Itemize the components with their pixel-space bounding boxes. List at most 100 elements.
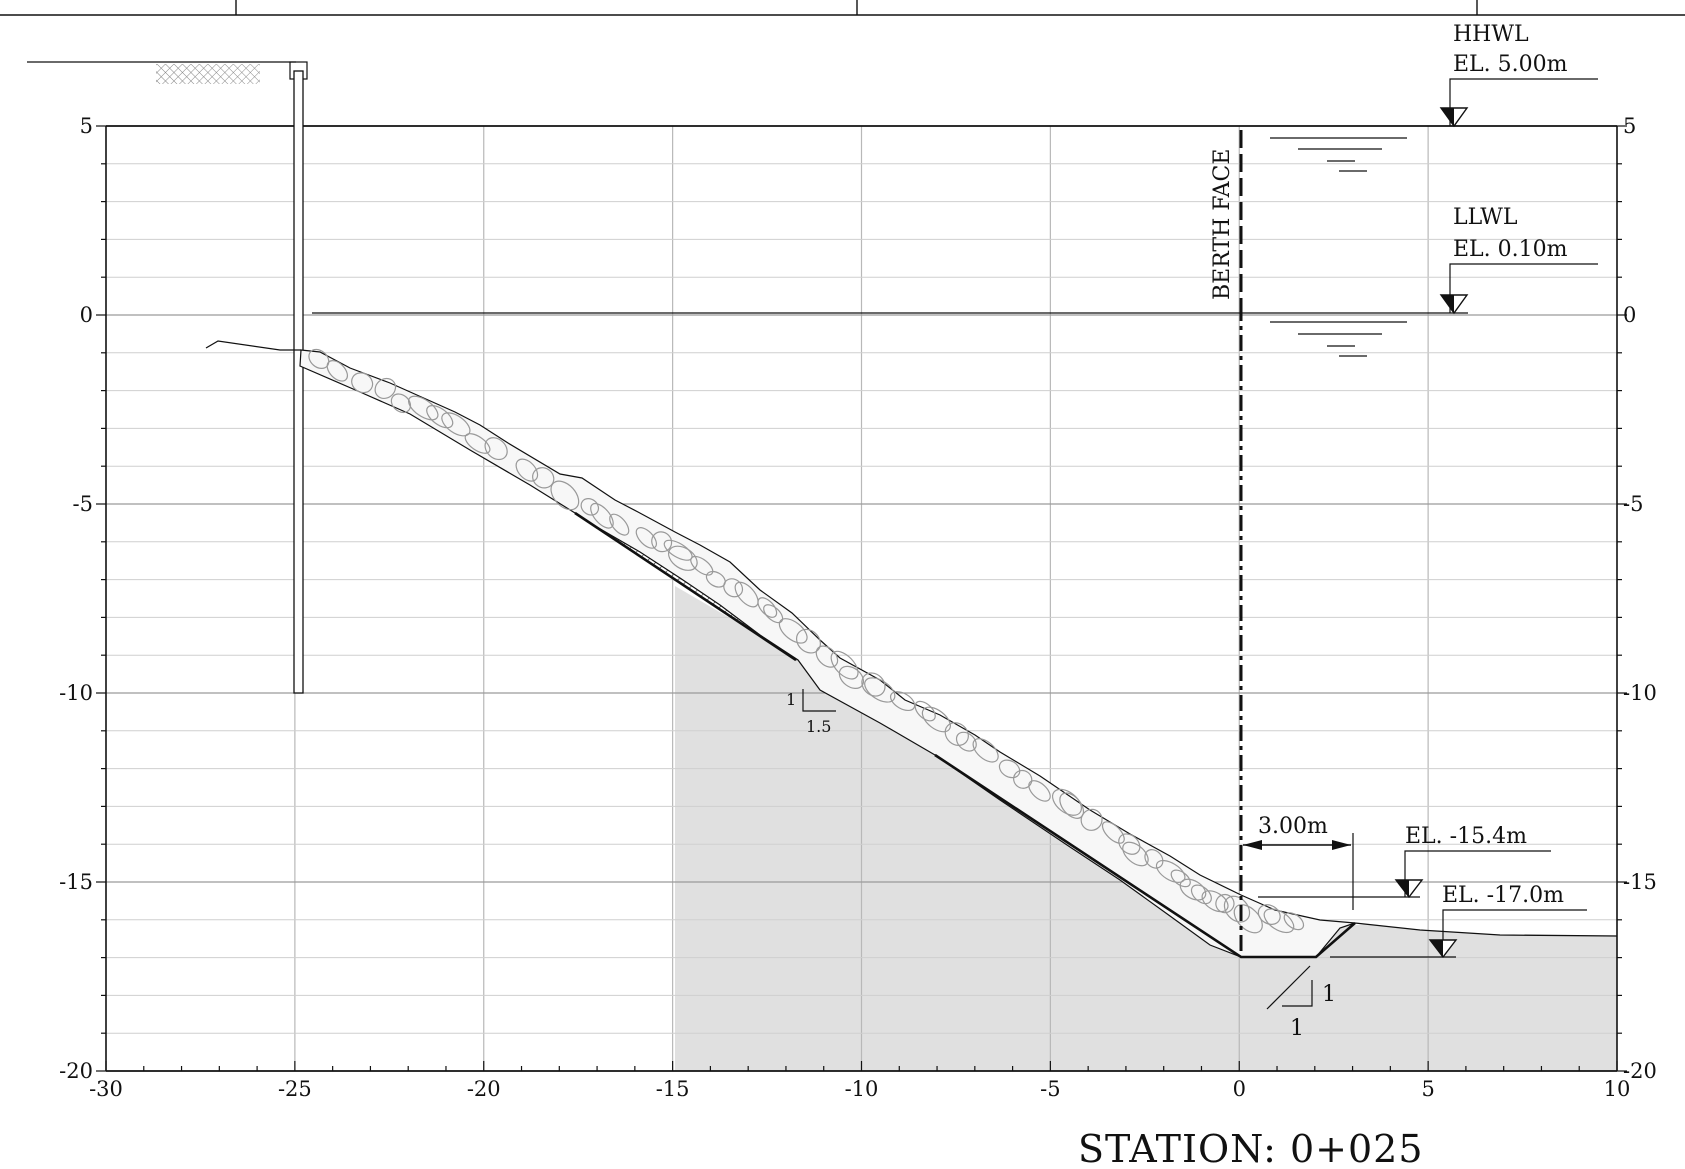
hhwl-name: HHWL xyxy=(1453,22,1529,47)
armour-stone xyxy=(1190,884,1212,905)
llwl-marker xyxy=(1439,263,1598,315)
armour-stone xyxy=(374,377,397,400)
y-tick-label-left: 0 xyxy=(80,303,93,327)
armour-stone xyxy=(1223,895,1251,923)
seabed-profile xyxy=(205,340,1618,959)
y-tick-label-right: -15 xyxy=(1623,870,1657,894)
sheet-pile xyxy=(293,70,304,694)
armour-stone xyxy=(830,650,859,680)
y-tick-label-right: -5 xyxy=(1623,492,1643,516)
armour-stone xyxy=(609,513,630,536)
x-tick-label: -15 xyxy=(656,1077,690,1101)
water-surface-symbol-llwl xyxy=(1270,321,1407,357)
armour-stone xyxy=(778,618,808,644)
armour-stone xyxy=(763,604,784,624)
hhwl-marker xyxy=(1439,78,1598,128)
armour-stone xyxy=(407,395,439,421)
toe-elevation-marker xyxy=(1330,909,1587,959)
armour-stone xyxy=(550,480,580,511)
y-tick-label-left: -20 xyxy=(59,1059,93,1083)
armour-stone xyxy=(351,372,374,394)
y-tick-label-left: -15 xyxy=(59,870,93,894)
armour-stone xyxy=(1122,841,1149,867)
armour-stone xyxy=(723,578,744,598)
y-tick-label-left: 5 xyxy=(80,114,93,138)
slope-ratio-toe-run: 1 xyxy=(1290,1016,1304,1041)
armour-stone xyxy=(1144,849,1164,869)
y-tick-label-right: 5 xyxy=(1623,114,1636,138)
existing-ground xyxy=(27,61,308,84)
slope-ratio-toe xyxy=(1266,965,1313,1010)
armour-stone xyxy=(326,360,349,382)
y-tick-label-right: -20 xyxy=(1623,1059,1657,1083)
y-tick-label-left: -10 xyxy=(59,681,93,705)
llwl-name: LLWL xyxy=(1453,205,1518,230)
y-tick-label-right: 0 xyxy=(1623,303,1636,327)
title-block-strip xyxy=(0,0,1685,16)
armour-stone xyxy=(815,645,839,668)
crest-elevation-marker xyxy=(1394,850,1551,899)
armour-stone xyxy=(1028,780,1051,802)
y-tick-label-left: -5 xyxy=(73,492,93,516)
armour-stone xyxy=(515,458,539,482)
water-surface-symbol-hhwl xyxy=(1270,137,1407,172)
axes: -30 -25 -20 -15 -10 -5 0 5 10 5 0 -5 -10 -15 -20 5 0 -5 -1… xyxy=(59,114,1657,1101)
armour-stone xyxy=(757,597,778,618)
width-dimension-label: 3.00m xyxy=(1258,814,1328,839)
rock-armour-layer xyxy=(299,348,1356,958)
armour-stone xyxy=(690,555,714,576)
armour-stone xyxy=(1101,821,1125,844)
armour-stone xyxy=(464,433,491,454)
armour-stone xyxy=(1013,769,1033,789)
llwl-elevation: EL. 0.10m xyxy=(1453,237,1568,262)
armour-stone xyxy=(972,738,999,763)
armour-stone xyxy=(795,628,821,654)
x-tick-label: 0 xyxy=(1233,1077,1246,1101)
armour-stone xyxy=(861,672,886,697)
armour-stone xyxy=(1051,788,1083,816)
armour-stone xyxy=(1233,904,1263,934)
armour-stone xyxy=(914,700,936,722)
seabed-fill xyxy=(675,586,1617,1071)
x-tick-label: -25 xyxy=(278,1077,312,1101)
armour-stone xyxy=(1215,893,1235,914)
armour-stone xyxy=(668,545,698,571)
width-dimension xyxy=(1243,833,1420,910)
armour-stone xyxy=(1201,890,1229,913)
slope-ratio-upper-rise: 1 xyxy=(786,690,796,709)
armour-stone xyxy=(580,498,600,516)
x-tick-label: -5 xyxy=(1040,1077,1060,1101)
armour-stone xyxy=(1283,912,1305,931)
x-tick-label: -10 xyxy=(845,1077,879,1101)
x-tick-label: -30 xyxy=(89,1077,123,1101)
armour-stone xyxy=(590,502,614,529)
armour-stone xyxy=(651,531,673,553)
armour-stone xyxy=(390,393,412,414)
toe-elevation-label: EL. -17.0m xyxy=(1442,883,1564,908)
station-label: STATION: 0+025 xyxy=(1078,1127,1424,1169)
armour-stone xyxy=(889,691,916,712)
armour-stone xyxy=(944,722,969,746)
armour-stone xyxy=(1170,869,1191,888)
armour-stone xyxy=(734,581,759,608)
slope-ratio-upper xyxy=(802,689,836,712)
armour-stone xyxy=(635,527,658,549)
slope-ratio-toe-rise: 1 xyxy=(1322,982,1336,1007)
crest-elevation-label: EL. -15.4m xyxy=(1405,824,1527,849)
x-tick-label: -20 xyxy=(467,1077,501,1101)
x-tick-label: 10 xyxy=(1604,1077,1631,1101)
armour-stone xyxy=(1179,878,1207,901)
berth-face-label: BERTH FACE xyxy=(1210,149,1235,300)
armour-stone xyxy=(1080,808,1103,831)
armour-stone xyxy=(998,759,1021,779)
y-tick-label-right: -10 xyxy=(1623,681,1657,705)
armour-stone xyxy=(864,677,896,703)
armour-stone xyxy=(484,437,508,461)
armour-stone xyxy=(921,706,951,733)
armour-stone xyxy=(1263,908,1295,934)
armour-stone xyxy=(426,405,454,429)
armour-stone xyxy=(1257,904,1281,925)
slope-ratio-upper-run: 1.5 xyxy=(806,717,831,736)
x-tick-label: 5 xyxy=(1421,1077,1434,1101)
